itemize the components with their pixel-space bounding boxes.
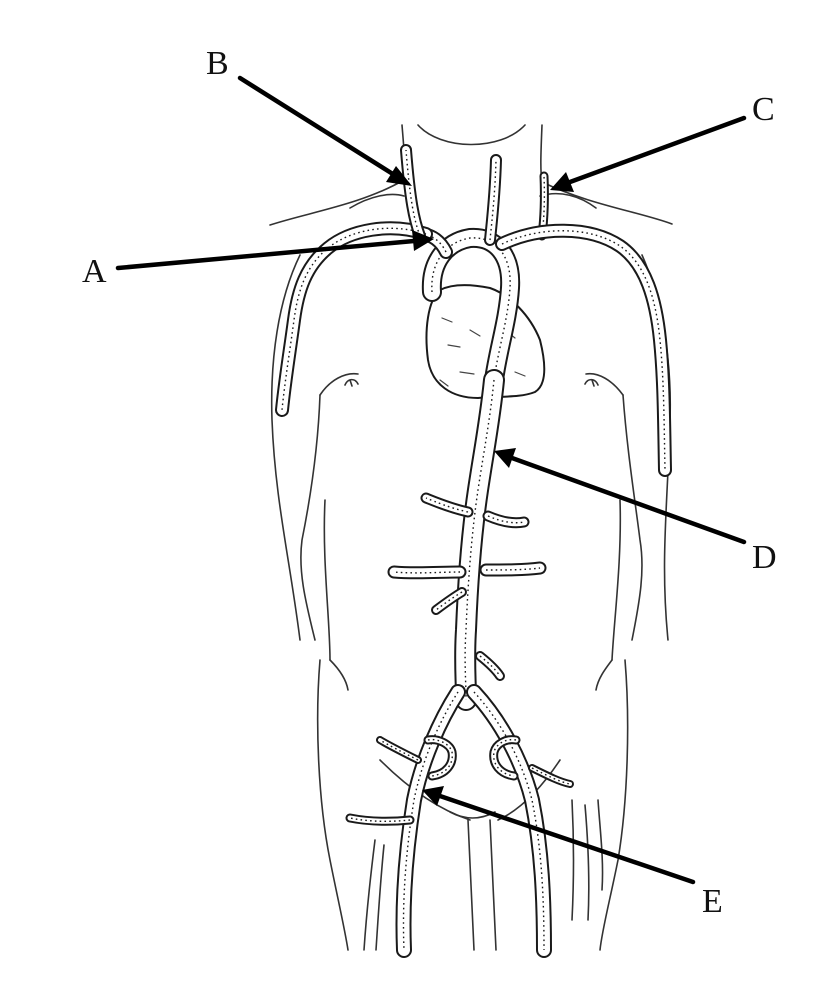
left-common-carotid-hatching <box>489 159 497 241</box>
label-c: C <box>752 91 775 128</box>
hand-left-fingers <box>363 839 385 951</box>
heart-detail-1 <box>441 317 453 323</box>
inner-leg-right <box>489 819 497 951</box>
label-b: B <box>206 45 229 82</box>
label-a: A <box>82 253 107 290</box>
right-subclavian-artery-hatching <box>281 227 427 411</box>
label-e: E <box>702 883 723 920</box>
arrow-d-head <box>494 448 516 468</box>
chin-line <box>417 124 526 146</box>
heart-detail-3 <box>469 329 481 337</box>
left-carotid-small-hatching <box>541 175 546 237</box>
callout-labels: B C A D E <box>82 45 777 920</box>
left-subclavian-artery-fill <box>497 225 670 475</box>
left-arm-outer <box>270 254 301 641</box>
right-subclavian-artery-fill <box>277 223 431 415</box>
heart-detail-2 <box>447 344 461 348</box>
left-common-iliac-fill <box>397 686 464 956</box>
arrow-b-line <box>237 75 399 179</box>
arrow-d-line <box>509 455 747 545</box>
lumbar-branch-right-fill <box>477 653 503 679</box>
mesenteric-branch-hatching <box>435 591 463 611</box>
heart-detail-6 <box>459 371 475 375</box>
right-hip-line <box>595 659 613 691</box>
renal-artery-left-hatching <box>393 571 461 574</box>
left-leg-outer <box>316 659 349 951</box>
right-arm-inner <box>622 394 643 641</box>
label-d: D <box>752 539 777 576</box>
left-hip-line <box>329 659 349 691</box>
right-nipple <box>584 378 599 387</box>
left-internal-iliac-loop-hatching <box>427 738 453 777</box>
arrow-b-head <box>386 166 412 186</box>
descending-aorta-hatching <box>464 379 495 701</box>
arrow-a-line <box>115 238 417 271</box>
left-nipple <box>344 378 359 387</box>
arrow-a-head <box>412 230 434 251</box>
left-arm-inner <box>300 394 321 641</box>
celiac-branch-left-hatching <box>425 497 469 513</box>
right-armpit-line <box>585 372 624 396</box>
right-pelvic-branch-hatching <box>531 767 571 785</box>
vessels <box>275 144 672 958</box>
arrow-e-line <box>437 793 696 885</box>
arrow-c-head <box>550 172 574 192</box>
renal-artery-right-fill <box>481 563 545 575</box>
arrows <box>115 75 747 885</box>
right-leg-outer <box>599 659 629 951</box>
left-pelvic-branch-hatching <box>379 739 419 761</box>
heart-detail-7 <box>514 371 526 377</box>
right-subclavian-artery-outline <box>275 221 433 417</box>
right-torso-side <box>611 499 622 661</box>
hand-right-fingers <box>571 799 604 921</box>
left-femoral-branch-hatching <box>349 817 411 823</box>
left-torso-side <box>323 499 331 661</box>
aortic-arch-hatching <box>431 237 511 381</box>
right-common-carotid-hatching <box>405 149 421 237</box>
inner-leg-left <box>467 819 475 951</box>
left-trapezius-line <box>269 179 405 226</box>
heart-detail-8 <box>439 379 449 387</box>
celiac-branch-right-hatching <box>487 515 525 524</box>
left-collar-line <box>349 193 405 209</box>
arrow-e-head <box>422 786 444 806</box>
right-common-iliac-fill <box>468 686 550 956</box>
arrow-c-line <box>567 115 747 185</box>
left-armpit-line <box>319 372 359 396</box>
right-internal-iliac-loop-fill <box>491 737 519 779</box>
